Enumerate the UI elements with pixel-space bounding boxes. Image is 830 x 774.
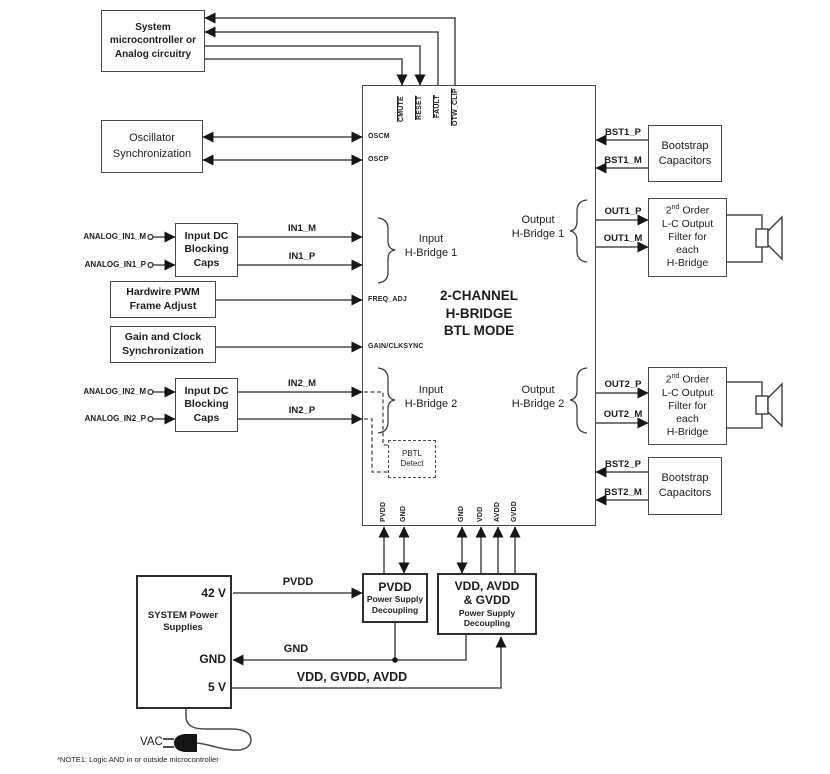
- pin-reset: RESET: [416, 95, 423, 120]
- pin-pvdd: PVDD: [380, 501, 387, 522]
- pvdd-wire-label: PVDD: [282, 576, 314, 588]
- pin-oscm: OSCM: [368, 133, 390, 140]
- system-microcontroller-label: System microcontroller or Analog circuit…: [109, 21, 197, 60]
- vdd-decoupling-title: VDD, AVDD & GVDD: [454, 578, 520, 608]
- input-dc-caps1-label: Input DC Blocking Caps: [184, 229, 229, 269]
- rail-42v-label: 42 V: [201, 586, 226, 600]
- out1-m-label: OUT1_M: [603, 233, 643, 244]
- pin-gain-clksync: GAIN/CLKSYNC: [368, 343, 424, 350]
- lc-filter1-rest: L-C Output Filter for each H-Bridge: [661, 218, 714, 270]
- pin-otw-clip: OTW_CLIP: [452, 88, 459, 126]
- hardwire-pwm-label: Hardwire PWM Frame Adjust: [126, 285, 200, 312]
- pin-oscp: OSCP: [368, 156, 389, 163]
- ic-title: 2-CHANNEL H-BRIDGE BTL MODE: [439, 288, 518, 339]
- in2-m-label: IN2_M: [288, 378, 316, 389]
- in1-m-label: IN1_M: [288, 223, 316, 234]
- lc-filter1-line1: 2nd Order: [665, 204, 710, 217]
- vac-label: VAC: [140, 736, 163, 748]
- junction-dot: [392, 657, 398, 663]
- lc-filter2-box: 2nd Order L-C Output Filter for each H-B…: [648, 367, 727, 445]
- pin-fault: FAULT: [434, 94, 441, 118]
- vdd-rail-wire-label: VDD, GVDD, AVDD: [296, 670, 408, 684]
- analog-in1-p-label: ANALOG_IN1_P: [84, 260, 146, 269]
- system-microcontroller-box: System microcontroller or Analog circuit…: [101, 10, 205, 72]
- analog-in2-p-label: ANALOG_IN2_P: [84, 414, 146, 423]
- footnote: *NOTE1: Logic AND in or outside microcon…: [57, 755, 219, 764]
- oscillator-sync-box: Oscillator Synchronization: [101, 120, 203, 173]
- pbtl-detect-box: PBTL Detect: [388, 440, 436, 478]
- input-dc-caps1-box: Input DC Blocking Caps: [175, 223, 238, 277]
- in1-p-label: IN1_P: [288, 251, 316, 262]
- micro-to-reset-wire: [205, 45, 426, 86]
- in2-p-terminal: [147, 415, 154, 423]
- pvdd-decoupling-box: PVDD Power Supply Decoupling: [362, 573, 428, 623]
- pin-avdd: AVDD: [494, 501, 501, 522]
- in1-p-terminal: [147, 261, 154, 269]
- lc-filter1-box: 2nd Order L-C Output Filter for each H-B…: [648, 198, 727, 277]
- bst2-m-label: BST2_M: [604, 487, 642, 498]
- lc-filter2-line1: 2nd Order: [665, 372, 710, 386]
- fault-to-micro-wire: [204, 26, 439, 85]
- pbtl-detect-label: PBTL Detect: [400, 448, 424, 468]
- speaker2-wire: [727, 381, 763, 429]
- output-hbridge2-label: Output H-Bridge 2: [511, 384, 565, 410]
- bootstrap-caps2-label: Bootstrap Capacitors: [658, 472, 712, 499]
- bootstrap-caps2-box: Bootstrap Capacitors: [648, 457, 722, 515]
- lc-filter2-rest: L-C Output Filter for each H-Bridge: [661, 386, 714, 438]
- input-hbridge1-label: Input H-Bridge 1: [404, 233, 458, 259]
- oscillator-sync-label: Oscillator Synchronization: [112, 132, 192, 160]
- bst1-m-label: BST1_M: [604, 155, 642, 166]
- pin-gnd1: GND: [400, 505, 407, 522]
- speaker2-icon: [755, 382, 783, 428]
- bst2-p-label: BST2_P: [605, 459, 641, 470]
- pin-gvdd: GVDD: [511, 500, 518, 522]
- pin-vdd: VDD: [477, 506, 484, 522]
- input-dc-caps2-label: Input DC Blocking Caps: [184, 384, 229, 424]
- pin-gnd2: GND: [458, 505, 465, 522]
- pvdd-decoupling-title: PVDD: [378, 580, 412, 595]
- hardwire-pwm-box: Hardwire PWM Frame Adjust: [110, 281, 216, 318]
- analog-in2-m-label: ANALOG_IN2_M: [83, 387, 146, 396]
- output-hbridge1-label: Output H-Bridge 1: [511, 214, 565, 240]
- input-hbridge2-label: Input H-Bridge 2: [404, 384, 458, 410]
- bootstrap-caps1-label: Bootstrap Capacitors: [658, 139, 712, 167]
- otwclip-to-micro-wire: [204, 12, 456, 85]
- vdd-decoupling-subtitle: Power Supply Decoupling: [458, 607, 516, 629]
- power-cord: [185, 709, 252, 751]
- system-power-box: [136, 575, 232, 709]
- in2-p-label: IN2_P: [288, 405, 316, 416]
- analog-in1-m-label: ANALOG_IN1_M: [83, 232, 146, 241]
- system-power-label: SYSTEM Power Supplies: [147, 610, 219, 633]
- in2-m-terminal: [147, 388, 154, 396]
- bst1-p-label: BST1_P: [605, 127, 641, 138]
- gain-clock-sync-label: Gain and Clock Synchronization: [122, 330, 204, 357]
- gain-clock-sync-box: Gain and Clock Synchronization: [110, 326, 216, 363]
- rail-5v-label: 5 V: [207, 680, 226, 694]
- vdd-decoupling-box: VDD, AVDD & GVDD Power Supply Decoupling: [437, 573, 537, 635]
- out1-p-label: OUT1_P: [604, 206, 642, 217]
- input-dc-caps2-box: Input DC Blocking Caps: [175, 378, 238, 432]
- pin-cmute: CMUTE: [398, 96, 405, 122]
- out2-p-label: OUT2_P: [604, 379, 642, 390]
- speaker1-icon: [755, 215, 783, 261]
- gnd-wire-label: GND: [283, 643, 309, 655]
- out2-m-label: OUT2_M: [603, 409, 643, 420]
- speaker1-wire: [727, 214, 763, 263]
- pin-freq-adj: FREQ_ADJ: [368, 296, 407, 303]
- bootstrap-caps1-box: Bootstrap Capacitors: [648, 125, 722, 182]
- micro-to-cmute-wire: [205, 58, 408, 86]
- power-plug-icon: [163, 734, 197, 752]
- in1-m-terminal: [147, 233, 154, 241]
- pvdd-decoupling-subtitle: Power Supply Decoupling: [366, 594, 424, 615]
- rail-gnd-label: GND: [199, 652, 226, 666]
